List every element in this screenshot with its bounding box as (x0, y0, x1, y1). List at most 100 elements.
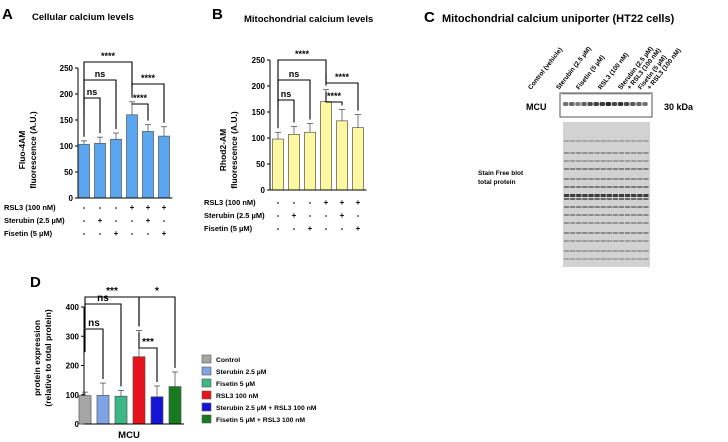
total-protein-band (618, 152, 625, 154)
panel-a-treat-sign: + (146, 203, 151, 212)
total-protein-band (600, 198, 606, 200)
total-protein-band (576, 178, 582, 180)
total-protein-band (588, 258, 594, 260)
total-protein-band (594, 240, 600, 242)
total-protein-band (564, 140, 570, 142)
panel-a-ytick-label: 250 (60, 64, 74, 73)
total-protein-band (600, 250, 606, 252)
panel-b-treat-sign: + (340, 211, 345, 220)
legend-swatch (201, 390, 212, 400)
total-protein-band (582, 250, 588, 252)
panel-a-bar (126, 114, 138, 199)
total-protein-band (570, 214, 576, 216)
total-protein-band (606, 250, 612, 252)
panel-a-bar (142, 131, 154, 199)
total-protein-band (618, 206, 625, 208)
panel-b-ylabel-1: Rhod2-AM (218, 129, 228, 172)
panel-b-sig-bracket (325, 91, 343, 106)
total-protein-band (631, 214, 637, 216)
total-protein-band (606, 168, 612, 170)
total-protein-band (600, 222, 606, 224)
total-protein-band (600, 232, 606, 234)
total-protein-band (576, 140, 582, 142)
total-protein-band (576, 240, 582, 242)
panel-d-sig-label: ns (88, 318, 100, 329)
panel-a-sig-bracket (83, 79, 117, 129)
panel-b-sig-label: **** (335, 72, 350, 82)
total-protein-band (637, 232, 643, 234)
total-protein-band (564, 168, 570, 170)
total-protein-band (643, 160, 649, 162)
legend-label: RSL3 100 nM (216, 393, 259, 400)
panel-d-ylabel-2: (relative to total protein) (43, 309, 53, 406)
total-protein-band (600, 240, 606, 242)
mcu-band (575, 102, 581, 106)
panel-b-treat-sign: - (293, 198, 296, 207)
total-protein-band (600, 214, 606, 216)
panel-a-treat-sign: + (130, 203, 135, 212)
total-protein-bands (564, 140, 649, 260)
total-protein-band (570, 240, 576, 242)
total-protein-band (637, 186, 643, 188)
total-protein-band (618, 160, 625, 162)
total-protein-band (600, 258, 606, 260)
panel-b-ytick-label: 100 (252, 134, 266, 143)
total-protein-band (637, 240, 643, 242)
panel-a-bar (94, 143, 106, 199)
total-protein-band (606, 222, 612, 224)
panel-d-sig-label: *** (106, 286, 118, 297)
total-protein-band (564, 206, 570, 208)
total-protein-band (643, 240, 649, 242)
total-protein-band (570, 198, 576, 200)
total-protein-band (631, 168, 637, 170)
panel-a-sig-label: **** (141, 73, 156, 83)
total-protein-band (606, 240, 612, 242)
panel-b: B Mitochondrial calcium levels 050100150… (204, 6, 373, 233)
total-protein-band (612, 232, 618, 234)
total-protein-band (594, 178, 600, 180)
total-protein-band (576, 168, 582, 170)
panel-a-treat-sign: - (147, 229, 150, 238)
total-protein-band (582, 222, 588, 224)
total-protein-band (625, 160, 631, 162)
panel-b-bar (288, 134, 300, 191)
total-protein-band (570, 168, 576, 170)
total-protein-band (606, 140, 612, 142)
total-protein-band (582, 178, 588, 180)
panel-a-treat-label-sterubin: Sterubin (2.5 µM) (4, 216, 65, 225)
total-protein-band (618, 250, 625, 252)
mcu-band (636, 102, 642, 106)
mcu-band (593, 102, 599, 106)
mcu-band (642, 102, 648, 106)
panel-a-treat-sign: - (83, 203, 86, 212)
total-protein-band (612, 152, 618, 154)
total-protein-band (570, 232, 576, 234)
mcu-band (581, 102, 587, 106)
total-protein-band (631, 222, 637, 224)
mcu-band (563, 102, 569, 106)
panel-a-treat-sign: - (131, 229, 134, 238)
total-protein-band (570, 140, 576, 142)
total-protein-band (612, 168, 618, 170)
total-protein-band (612, 198, 618, 200)
total-protein-band (625, 194, 631, 197)
panel-a-sig-bracket (131, 83, 165, 123)
panel-b-treat-sign: - (357, 211, 360, 220)
total-protein-band (618, 178, 625, 180)
total-protein-band (612, 160, 618, 162)
total-protein-band (570, 258, 576, 260)
mcu-band (617, 102, 624, 106)
total-protein-band (564, 222, 570, 224)
total-protein-band (643, 186, 649, 188)
panel-b-ytick-label: 50 (256, 160, 265, 169)
total-protein-band (625, 206, 631, 208)
legend-label: Fisetin 5 µM (216, 381, 255, 388)
total-protein-band (643, 140, 649, 142)
total-protein-band (643, 222, 649, 224)
panel-b-letter: B (212, 6, 223, 23)
total-protein-band (606, 160, 612, 162)
panel-a-treat-sign: + (162, 229, 167, 238)
total-protein-band (570, 178, 576, 180)
panel-b-bar (352, 127, 364, 191)
total-protein-band (643, 152, 649, 154)
